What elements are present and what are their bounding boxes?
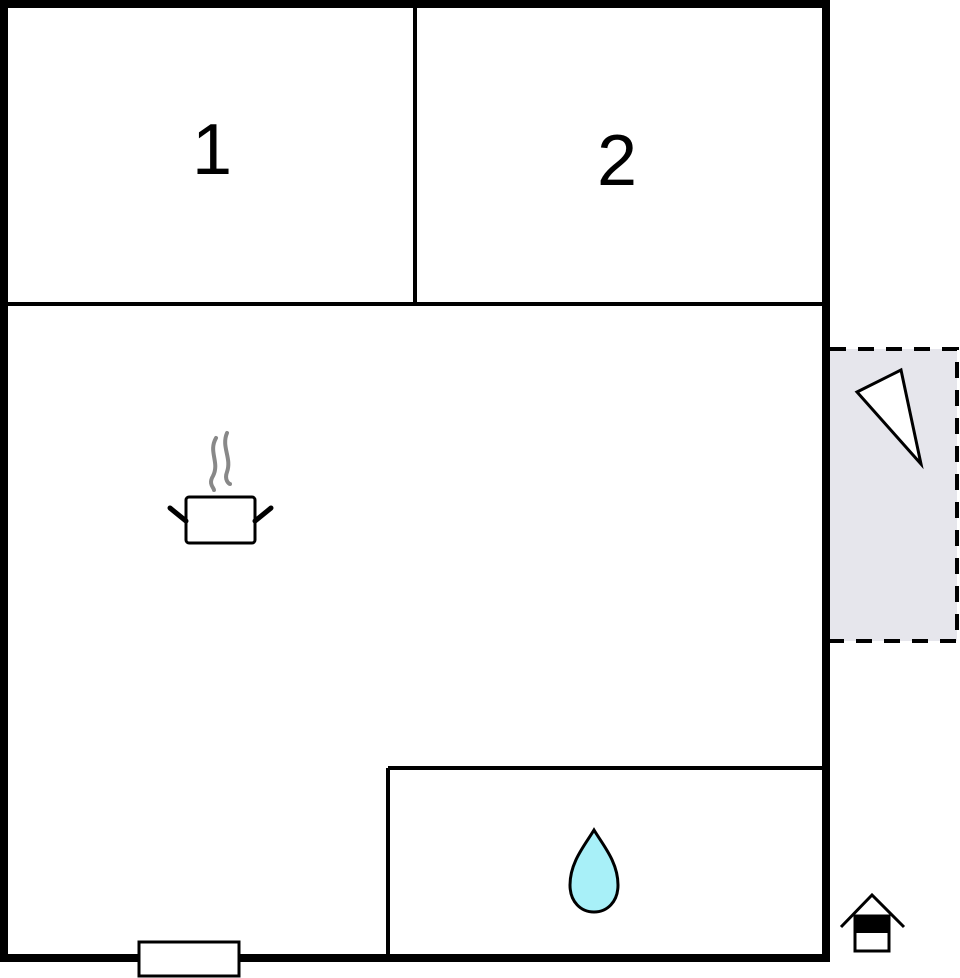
room-label-2: 2 xyxy=(596,121,638,201)
outer-wall xyxy=(0,0,830,962)
water-drop-icon xyxy=(568,827,620,914)
window-icon xyxy=(137,940,241,978)
terrace xyxy=(830,347,959,643)
room-label-1: 1 xyxy=(191,110,233,190)
terrace-triangle-icon xyxy=(854,367,924,470)
house-entrance-icon xyxy=(839,892,906,953)
cooking-pot-icon xyxy=(167,431,274,545)
